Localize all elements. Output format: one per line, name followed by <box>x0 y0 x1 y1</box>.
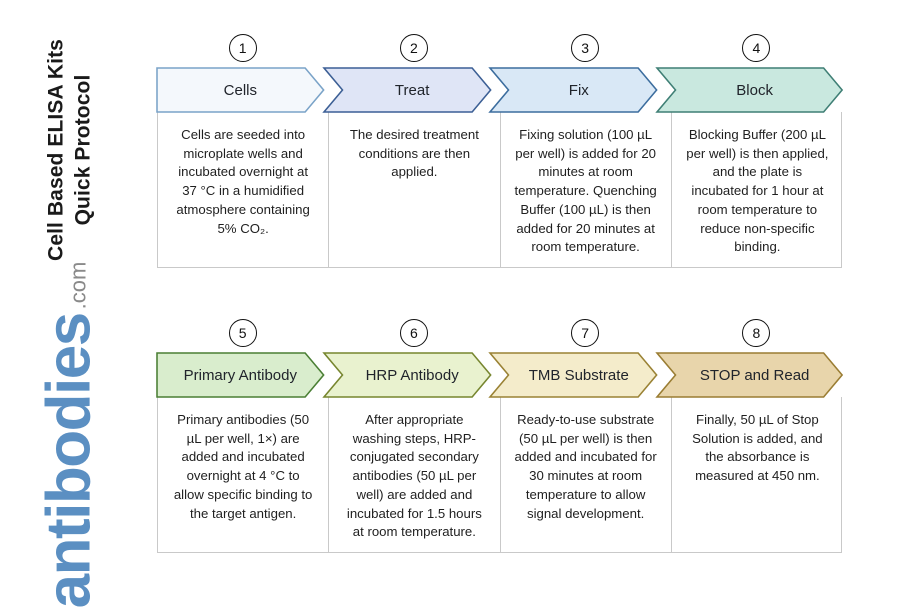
document-title-block: Cell Based ELISA Kits Quick Protocol <box>0 0 140 300</box>
step-description-cell-7: Ready-to-use substrate (50 µL per well) … <box>501 397 672 552</box>
step-chevron-3: Fix <box>488 67 658 113</box>
step-description-cell-1: Cells are seeded into microplate wells a… <box>158 112 330 267</box>
step-banner-row-1: Cells Treat Fix Block <box>156 67 844 113</box>
step-chevron-8: STOP and Read <box>655 352 844 398</box>
step-number-badge: 5 <box>228 319 257 347</box>
step-description-cell-3: Fixing solution (100 µL per well) is add… <box>501 112 672 267</box>
chevron-shape-icon <box>321 67 492 113</box>
step-number-row-2: 5 6 7 8 <box>157 317 842 353</box>
brand-logo: antibodies .com <box>0 262 150 608</box>
document-title-line-2: Quick Protocol <box>72 74 95 226</box>
step-number-badge: 2 <box>399 34 428 62</box>
step-number-badge: 8 <box>742 319 771 347</box>
brand-logo-tld: .com <box>65 261 91 310</box>
step-label: Treat <box>394 81 430 99</box>
step-chevron-7: TMB Substrate <box>488 352 658 398</box>
step-description-text: The desired treatment conditions are the… <box>349 127 479 180</box>
step-description-text: Cells are seeded into microplate wells a… <box>176 127 310 236</box>
step-body-table-1: Cells are seeded into microplate wells a… <box>157 112 842 268</box>
chevron-shape-icon <box>655 67 844 113</box>
chevron-shape-icon <box>655 352 844 398</box>
step-number-badge: 3 <box>571 34 600 62</box>
step-chevron-4: Block <box>655 67 844 113</box>
step-banner-row-2: Primary Antibody HRP Antibody TMB Substrat… <box>156 352 844 398</box>
step-label: TMB Substrate <box>528 366 629 384</box>
protocol-section-2: 5 6 7 8 Primary Antibody HRP Antibody TMB Sub… <box>156 317 844 553</box>
step-label: Primary Antibody <box>183 366 297 384</box>
step-number-badge: 6 <box>399 319 428 347</box>
step-chevron-1: Cells <box>156 67 325 113</box>
chevron-shape-icon <box>156 67 325 113</box>
step-description-cell-8: Finally, 50 µL of Stop Solution is added… <box>672 397 843 552</box>
brand-logo-wordmark: antibodies <box>34 313 104 608</box>
step-number-row-1: 1 2 3 4 <box>157 32 842 68</box>
step-chevron-6: HRP Antibody <box>321 352 492 398</box>
step-description-cell-6: After appropriate washing steps, HRP-con… <box>329 397 501 552</box>
protocol-section-1: 1 2 3 4 Cells Treat Fix Block Cells are seeded… <box>156 32 844 268</box>
step-description-text: Finally, 50 µL of Stop Solution is added… <box>692 412 823 484</box>
step-description-text: Primary antibodies (50 µL per well, 1×) … <box>173 412 313 521</box>
chevron-shape-icon <box>156 352 325 398</box>
step-number-badge: 4 <box>742 34 771 62</box>
step-description-cell-5: Primary antibodies (50 µL per well, 1×) … <box>158 397 330 552</box>
step-label: Fix <box>568 81 589 99</box>
step-number-badge: 1 <box>228 34 257 62</box>
chevron-shape-icon <box>488 352 658 398</box>
step-description-cell-4: Blocking Buffer (200 µL per well) is the… <box>672 112 843 267</box>
step-label: Block <box>736 81 773 99</box>
step-label: Cells <box>223 81 257 99</box>
step-label: HRP Antibody <box>365 366 459 384</box>
step-description-cell-2: The desired treatment conditions are the… <box>329 112 501 267</box>
chevron-shape-icon <box>488 67 658 113</box>
step-label: STOP and Read <box>699 366 810 384</box>
step-description-text: Blocking Buffer (200 µL per well) is the… <box>686 127 829 255</box>
step-description-text: Ready-to-use substrate (50 µL per well) … <box>514 412 657 521</box>
step-chevron-2: Treat <box>321 67 492 113</box>
step-body-table-2: Primary antibodies (50 µL per well, 1×) … <box>157 397 842 553</box>
brand-logo-rotated: antibodies .com <box>34 261 104 608</box>
step-chevron-5: Primary Antibody <box>156 352 325 398</box>
step-description-text: After appropriate washing steps, HRP-con… <box>346 412 482 540</box>
step-number-badge: 7 <box>571 319 600 347</box>
document-title-line-1: Cell Based ELISA Kits <box>44 39 68 261</box>
chevron-shape-icon <box>321 352 492 398</box>
step-description-text: Fixing solution (100 µL per well) is add… <box>514 127 657 255</box>
document-title: Cell Based ELISA Kits Quick Protocol <box>43 39 98 261</box>
